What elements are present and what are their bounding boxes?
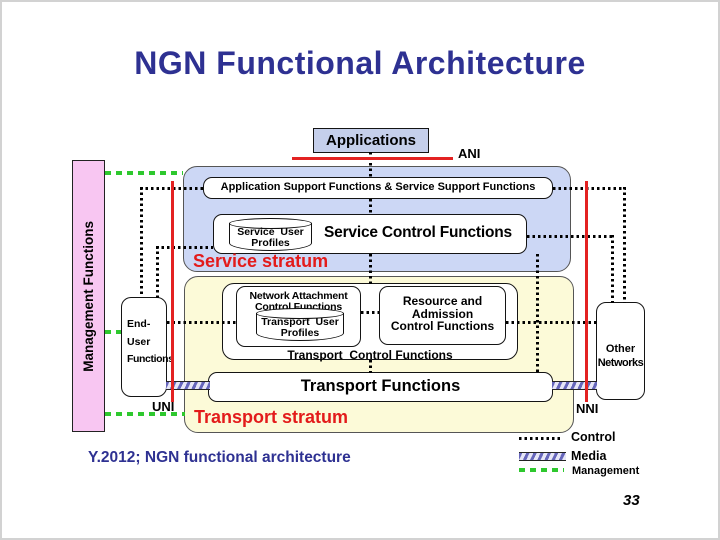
uni-label: UNI bbox=[152, 399, 175, 414]
control-line bbox=[156, 246, 159, 298]
service-stratum-label: Service stratum bbox=[193, 251, 329, 271]
application-support-functions-box: Application Support Functions & Service … bbox=[203, 177, 553, 199]
slide-caption: Y.2012; NGN functional architecture bbox=[88, 449, 351, 466]
management-functions-box: Management Functions bbox=[72, 160, 105, 432]
control-line bbox=[553, 187, 626, 190]
control-line bbox=[361, 311, 379, 314]
other-networks-box: Other Networks bbox=[596, 302, 645, 400]
control-line bbox=[506, 321, 597, 324]
control-line bbox=[527, 235, 613, 238]
management-link-line bbox=[105, 330, 121, 334]
management-link-line bbox=[105, 412, 185, 416]
legend-media-label: Media bbox=[571, 449, 607, 463]
control-line bbox=[140, 187, 143, 297]
control-line bbox=[369, 254, 372, 284]
media-link-band-left bbox=[166, 381, 210, 390]
control-line bbox=[167, 321, 237, 324]
media-link-band-right bbox=[552, 381, 597, 390]
control-line bbox=[156, 246, 213, 249]
transport-control-functions-label: Transport Control Functions bbox=[287, 348, 453, 362]
legend-control-label: Control bbox=[571, 430, 616, 444]
ani-label: ANI bbox=[458, 146, 481, 161]
control-line bbox=[369, 360, 372, 373]
control-line bbox=[623, 187, 626, 303]
nni-interface-line bbox=[585, 181, 588, 402]
transport-stratum-label: Transport stratum bbox=[194, 407, 349, 427]
end-user-functions-box: End- User Functions bbox=[121, 297, 174, 397]
legend-management-line bbox=[519, 468, 564, 472]
control-line bbox=[369, 199, 372, 215]
other-networks-label: Other bbox=[605, 343, 636, 355]
control-line bbox=[536, 254, 539, 373]
legend-management-label: Management bbox=[572, 465, 640, 477]
nni-label: NNI bbox=[576, 401, 599, 416]
control-line bbox=[611, 235, 614, 303]
end-user-functions-label: End- bbox=[127, 318, 151, 330]
cylinder-top bbox=[229, 218, 312, 229]
page-number: 33 bbox=[623, 492, 640, 509]
transport-functions-box: Transport Functions bbox=[208, 372, 553, 402]
slide-title: NGN Functional Architecture bbox=[134, 45, 586, 81]
control-line bbox=[369, 152, 372, 178]
cylinder-top bbox=[256, 308, 344, 319]
nacf-label: Network Attachment bbox=[249, 290, 348, 302]
legend-control-line bbox=[519, 437, 563, 440]
racf-label: Resource and bbox=[402, 294, 483, 308]
service-control-functions-label: Service Control Functions bbox=[324, 224, 512, 241]
transport-user-profiles-label: Transport User bbox=[261, 316, 339, 328]
uni-interface-line bbox=[171, 181, 174, 402]
management-link-line bbox=[105, 171, 183, 175]
resource-admission-control-functions-box: Resource and Admission Control Functions bbox=[379, 286, 506, 345]
applications-box: Applications bbox=[313, 128, 429, 153]
ani-interface-line bbox=[292, 157, 453, 160]
service-user-profiles-label: Service User bbox=[237, 226, 304, 238]
legend-media-band bbox=[519, 452, 566, 461]
management-functions-label: Management Functions bbox=[81, 220, 96, 372]
